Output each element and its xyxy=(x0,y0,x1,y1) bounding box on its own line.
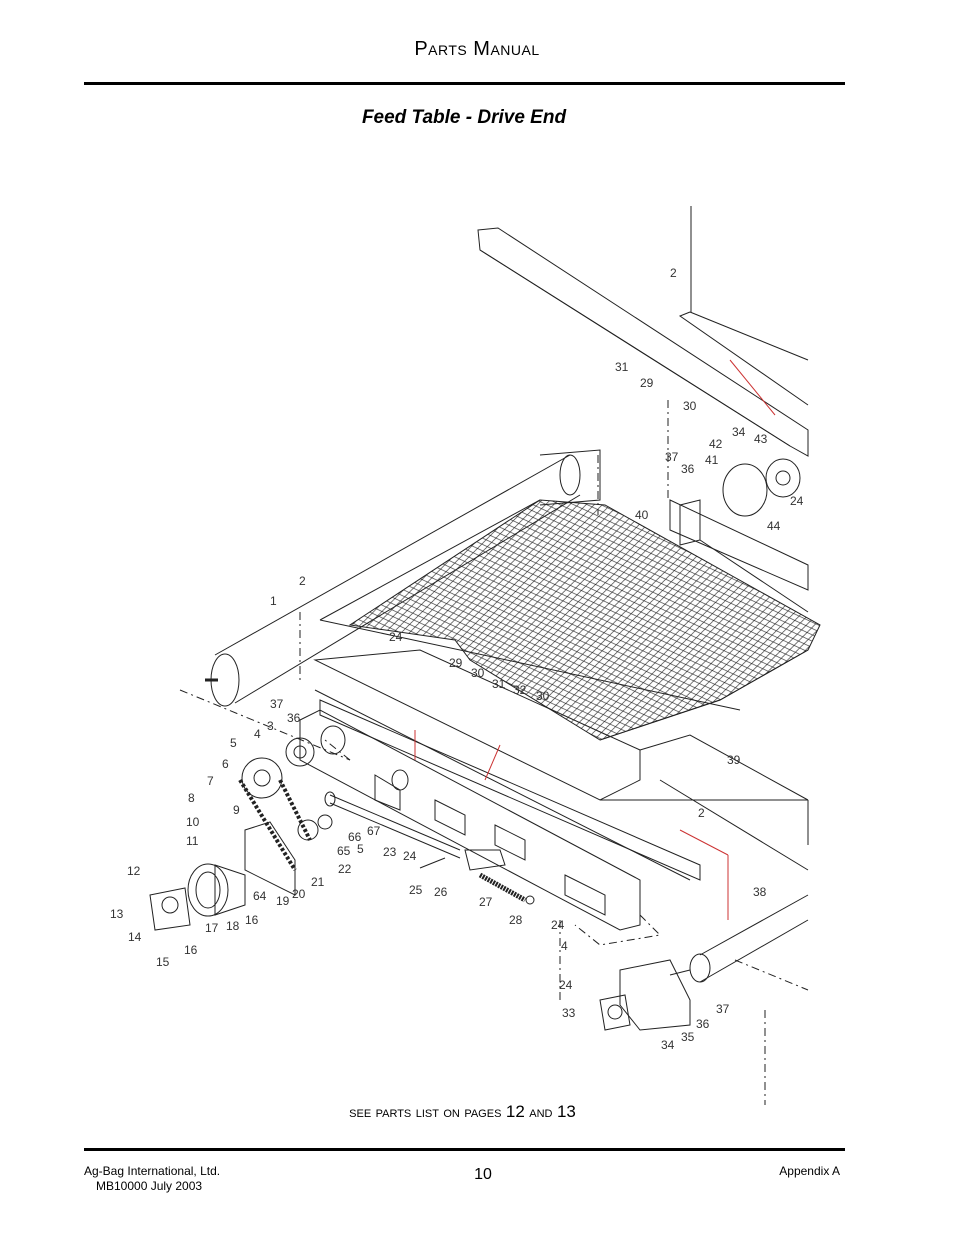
callout-label: 33 xyxy=(562,1006,576,1020)
callout-label: 9 xyxy=(233,803,240,817)
callout-label: 30 xyxy=(536,689,550,703)
callout-label: 29 xyxy=(640,376,654,390)
callout-label: 3 xyxy=(267,719,274,733)
callout-label: 17 xyxy=(205,921,219,935)
callout-label: 24 xyxy=(389,630,403,644)
callout-label: 2 xyxy=(698,806,705,820)
callout-label: 21 xyxy=(311,875,325,889)
header-rule xyxy=(84,82,845,85)
callout-label: 37 xyxy=(270,697,284,711)
callout-label: 14 xyxy=(128,930,142,944)
footer-company: Ag-Bag International, Ltd. xyxy=(84,1164,221,1178)
callout-label: 34 xyxy=(732,425,746,439)
callout-label: 30 xyxy=(683,399,697,413)
callout-label: 2 xyxy=(299,574,306,588)
footer-left: Ag-Bag International, Ltd. MB10000 July … xyxy=(84,1164,220,1194)
callout-label: 24 xyxy=(551,918,565,932)
callout-label: 44 xyxy=(767,519,781,533)
callout-label: 28 xyxy=(509,913,523,927)
callout-label: 18 xyxy=(226,919,240,933)
parts-page-a: 12 xyxy=(505,1102,525,1121)
callout-label: 65 xyxy=(337,844,351,858)
callout-label: 29 xyxy=(449,656,463,670)
callout-label: 13 xyxy=(110,907,124,921)
footer-rule xyxy=(84,1148,845,1151)
callout-label: 35 xyxy=(681,1030,695,1044)
callout-label: 67 xyxy=(367,824,381,838)
callout-label: 40 xyxy=(635,508,649,522)
callout-label: 24 xyxy=(559,978,573,992)
callout-label: 31 xyxy=(615,360,629,374)
footer-appendix: Appendix A xyxy=(779,1164,840,1178)
callout-label: 20 xyxy=(292,887,306,901)
see-parts-prefix: see parts list on pages xyxy=(349,1104,502,1121)
callout-label: 4 xyxy=(561,939,568,953)
callout-label: 42 xyxy=(709,437,723,451)
callout-label: 66 xyxy=(348,830,362,844)
callout-label: 24 xyxy=(790,494,804,508)
callout-label: 37 xyxy=(716,1002,730,1016)
callout-label: 36 xyxy=(287,711,301,725)
callout-label: 34 xyxy=(661,1038,675,1052)
see-parts-list-note: see parts list on pages 12 and 13 xyxy=(0,1102,925,1122)
callout-label: 22 xyxy=(338,862,352,876)
section-title: Feed Table - Drive End xyxy=(361,107,567,128)
callout-label: 2 xyxy=(670,266,677,280)
see-parts-conj: and xyxy=(529,1104,553,1121)
callout-label: 26 xyxy=(434,885,448,899)
callout-label: 1 xyxy=(270,594,277,608)
callout-label: 25 xyxy=(409,883,423,897)
callout-label: 36 xyxy=(696,1017,710,1031)
callout-label: 6 xyxy=(222,757,229,771)
callout-label: 10 xyxy=(186,815,200,829)
callout-labels: 1 2 2 2 3 4 4 5 5 6 7 8 9 10 11 12 13 14… xyxy=(110,266,804,1052)
callout-label: 23 xyxy=(383,845,397,859)
callout-label: 19 xyxy=(276,894,290,908)
callout-label: 41 xyxy=(705,453,719,467)
callout-label: 64 xyxy=(253,889,267,903)
callout-label: 16 xyxy=(184,943,198,957)
footer-doc-id: MB10000 July 2003 xyxy=(96,1179,203,1193)
callout-label: 4 xyxy=(254,727,261,741)
callout-label: 43 xyxy=(754,432,768,446)
callout-label: 38 xyxy=(753,885,767,899)
callout-label: 32 xyxy=(513,683,527,697)
callout-label: 31 xyxy=(492,677,506,691)
page-header-title: Parts Manual xyxy=(414,38,540,60)
callout-label: 15 xyxy=(156,955,170,969)
callout-label: 30 xyxy=(471,666,485,680)
callout-label: 7 xyxy=(207,774,214,788)
callout-label: 8 xyxy=(188,791,195,805)
callout-label: 11 xyxy=(186,834,199,848)
callout-label: 37 xyxy=(665,450,679,464)
callout-label: 5 xyxy=(230,736,237,750)
callout-label: 12 xyxy=(127,864,141,878)
page-number: 10 xyxy=(474,1166,492,1183)
parts-page-b: 13 xyxy=(556,1102,576,1121)
linework xyxy=(149,206,821,1105)
callout-label: 36 xyxy=(681,462,695,476)
callout-label: 16 xyxy=(245,913,259,927)
callout-label: 27 xyxy=(479,895,493,909)
callout-label: 39 xyxy=(727,753,741,767)
callout-label: 5 xyxy=(357,842,364,856)
callout-label: 24 xyxy=(403,849,417,863)
